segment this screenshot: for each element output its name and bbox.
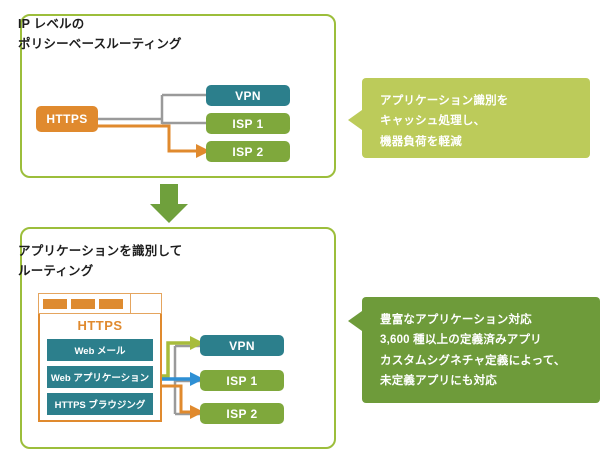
app-row-https-browsing[interactable]: HTTPS ブラウジング (47, 393, 153, 415)
app-row-web-mail[interactable]: Web メール (47, 339, 153, 361)
appliance-led-1 (43, 298, 67, 309)
appliance-label: HTTPS (77, 318, 123, 333)
callout-top-tail (348, 110, 362, 130)
node-https-top[interactable]: HTTPS (36, 106, 98, 132)
node-isp1-bottom[interactable]: ISP 1 (200, 370, 284, 391)
callout-bottom-tail (348, 311, 362, 331)
callout-cache-benefit: アプリケーション識別を キャッシュ処理し、 機器負荷を軽減 (362, 78, 590, 158)
appliance-front-panel (38, 293, 162, 314)
node-vpn-top[interactable]: VPN (206, 85, 290, 106)
node-isp2-bottom[interactable]: ISP 2 (200, 403, 284, 424)
node-isp2-top[interactable]: ISP 2 (206, 141, 290, 162)
flow-down-arrow-icon (150, 184, 188, 223)
appliance-led-2 (71, 298, 95, 309)
panel-bottom-title: アプリケーションを識別して ルーティング (18, 244, 183, 279)
app-row-web-application[interactable]: Web アプリケーション (47, 366, 153, 388)
appliance-led-3 (99, 298, 123, 309)
panel-top-title: IP レベルの ポリシーベースルーティング (18, 17, 182, 52)
node-isp1-top[interactable]: ISP 1 (206, 113, 290, 134)
appliance-blank-slot (130, 294, 157, 313)
node-vpn-bottom[interactable]: VPN (200, 335, 284, 356)
callout-app-coverage: 豊富なアプリケーション対応 3,600 種以上の定義済みアプリ カスタムシグネチ… (362, 297, 600, 403)
